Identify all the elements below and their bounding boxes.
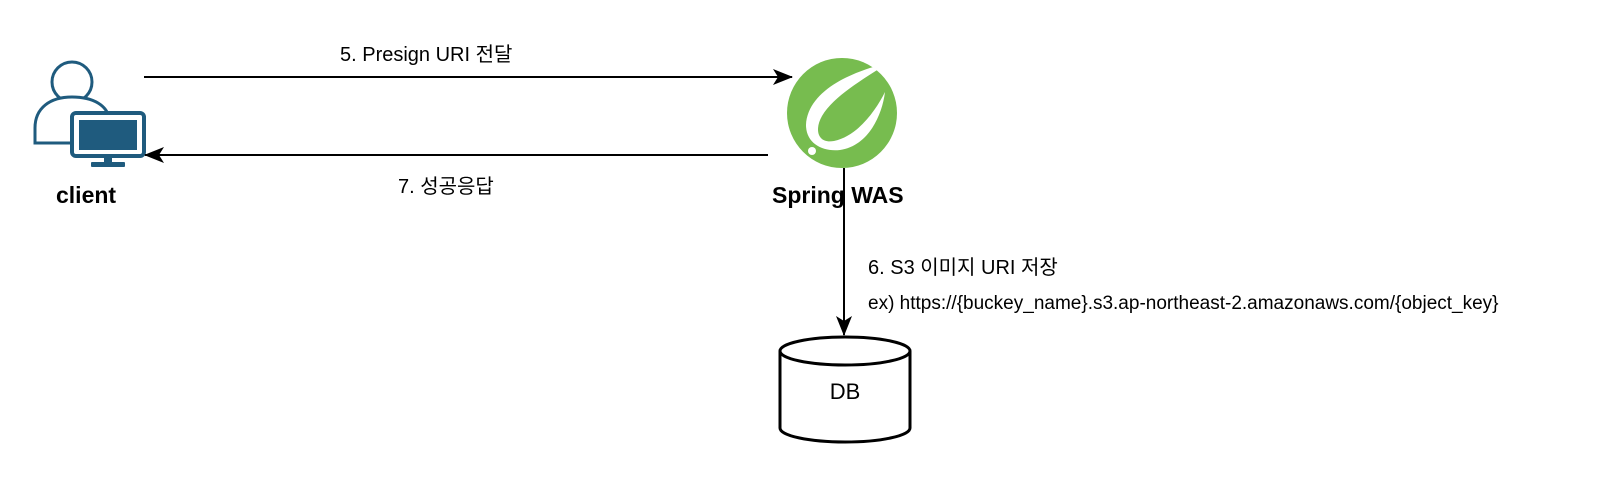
database-cylinder-icon (778, 335, 912, 444)
user-computer-icon (33, 60, 146, 167)
spring-leaf-icon (787, 58, 897, 168)
edge-presign-label: 5. Presign URI 전달 (340, 44, 513, 66)
db-label: DB (829, 379, 861, 404)
edge-success-label: 7. 성공응답 (398, 176, 494, 198)
client-label: client (56, 182, 117, 208)
edge-s3-store-label: 6. S3 이미지 URI 저장 (868, 257, 1058, 279)
edge-s3-store-example: ex) https://{buckey_name}.s3.ap-northeas… (868, 293, 1499, 314)
spring-was-label: Spring WAS (772, 182, 904, 208)
